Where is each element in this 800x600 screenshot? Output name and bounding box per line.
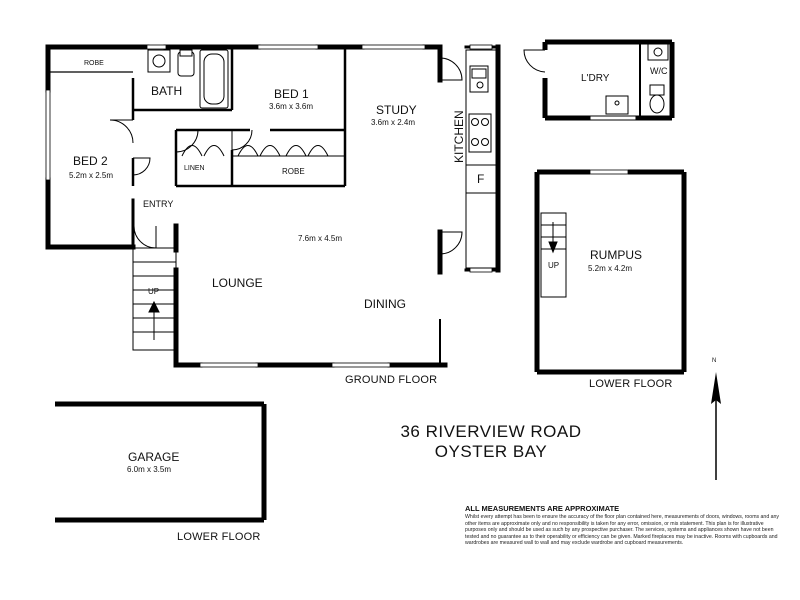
robe-bottom-label: ROBE (282, 167, 305, 176)
bed2-size: 5.2m x 2.5m (69, 171, 114, 180)
disclaimer-title: ALL MEASUREMENTS ARE APPROXIMATE (465, 504, 620, 513)
rumpus-label: RUMPUS (590, 248, 643, 262)
kitchen-label: KITCHEN (452, 110, 466, 163)
lounge-label: LOUNGE (212, 276, 263, 290)
study-label: STUDY (376, 103, 417, 117)
garage-size: 6.0m x 3.5m (127, 465, 172, 474)
ground-stairs (132, 247, 177, 351)
ground-floor-windows (45, 44, 493, 368)
ground-floor-title: GROUND FLOOR (345, 374, 438, 386)
lower-floor-rumpus-title: LOWER FLOOR (589, 378, 673, 390)
lower-floor-garage-title: LOWER FLOOR (177, 531, 261, 543)
linen-label: LINEN (184, 165, 205, 172)
address-line1: 36 RIVERVIEW ROAD (400, 422, 582, 441)
laundry-fixtures (523, 43, 669, 121)
entry-label: ENTRY (143, 199, 174, 209)
laundry-label: L'DRY (581, 73, 610, 84)
address-line2: OYSTER BAY (434, 442, 548, 461)
disclaimer-body: Whilst every attempt has been to ensure … (465, 514, 780, 547)
bed2-label: BED 2 (73, 154, 108, 168)
rumpus-walls (534, 169, 687, 375)
compass-label: N (712, 358, 717, 364)
kitchen-fixtures (465, 49, 497, 269)
study-size: 3.6m x 2.4m (371, 118, 416, 127)
ground-floor-walls (45, 44, 501, 368)
stairs-up-lower: UP (548, 261, 560, 270)
bed1-size: 3.6m x 3.6m (269, 102, 314, 111)
garage-walls (55, 401, 267, 523)
laundry-walls (542, 39, 675, 121)
rumpus-window (589, 169, 629, 175)
garage-label: GARAGE (128, 450, 180, 464)
fridge-label: F (477, 172, 485, 186)
dining-label: DINING (364, 297, 406, 311)
north-arrow-icon (711, 372, 721, 480)
stairs-up-ground: UP (148, 287, 160, 296)
bath-fixtures (147, 49, 229, 109)
rumpus-stairs (540, 212, 567, 298)
robe-top-label: ROBE (84, 60, 104, 67)
wc-label: W/C (650, 66, 668, 76)
rumpus-size: 5.2m x 4.2m (588, 264, 633, 273)
bath-label: BATH (151, 84, 183, 98)
ground-floor-interior-walls (50, 47, 347, 188)
living-size: 7.6m x 4.5m (298, 234, 343, 243)
bed1-label: BED 1 (274, 87, 309, 101)
